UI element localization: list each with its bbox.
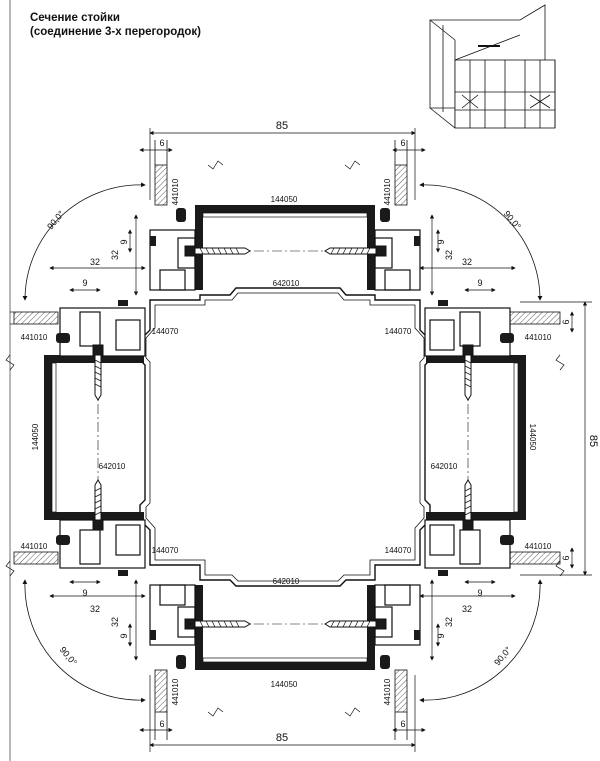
screw-left-upper [92,344,104,401]
dim-32-vert-bottom-right: 32 [444,617,454,627]
label-insert-bottom: 642010 [273,577,300,586]
screw-right-upper [462,344,474,401]
dim-overall-right: 85 [587,435,599,447]
dim-gasket-top-left: 6 [159,138,164,148]
dim-9-vert-bottom-right: 9 [436,633,446,638]
dim-32-bottom-right: 32 [462,604,472,614]
screw-bottom-right [324,618,387,630]
perspective-thumbnail [429,4,556,129]
screw-top-left [184,245,251,257]
dim-9-vert-top-left: 9 [119,239,129,244]
diagram-title: Сечение стойки [30,12,120,24]
dim-gasket-right-top: 6 [561,319,571,324]
label-bead-top-left: 441010 [171,178,180,205]
label-corner-top-right: 144070 [385,327,412,336]
glass-panes [13,140,561,740]
gaskets [56,208,514,669]
label-corner-bottom-right: 144070 [385,546,412,555]
angle-arcs [22,182,543,703]
label-frame-right: 144050 [528,424,537,451]
label-bead-bottom-left: 441010 [171,678,180,705]
dim-9-vert-top-right: 9 [436,239,446,244]
label-insert-right: 642010 [431,462,458,471]
label-bead-bottom-right: 441010 [383,678,392,705]
dim-32-vert-top-right: 32 [444,250,454,260]
dim-gasket-right-bottom: 6 [561,555,571,560]
dim-32-top-left: 32 [90,257,100,267]
dim-9-top-left: 9 [82,278,87,288]
label-bead-left-top: 441010 [21,333,48,342]
screw-top-right [324,245,387,257]
dim-gasket-bottom-right: 6 [400,719,405,729]
label-frame-top: 144050 [271,195,298,204]
label-bead-right-top: 441010 [525,333,552,342]
label-corner-bottom-left: 144070 [152,546,179,555]
diagram-subtitle: (соединение 3-х перегородок) [30,26,202,38]
angle-top-right: 90,0° [502,209,523,232]
screw-bottom-left [184,618,251,630]
screw-left-lower [92,479,104,531]
center-lines [97,250,469,625]
dim-32-bottom-left: 32 [90,604,100,614]
angle-bottom-right: 90,0° [492,644,513,667]
label-bead-right-bottom: 441010 [525,542,552,551]
dim-gasket-top-right: 6 [400,138,405,148]
dim-32-vert-bottom-left: 32 [110,617,120,627]
dim-32-vert-top-left: 32 [110,250,120,260]
insert-profile-642010 [139,287,431,587]
angle-bottom-left: 90,0° [58,645,79,668]
label-insert-left: 642010 [99,462,126,471]
dimension-lines [5,128,592,752]
dim-9-bottom-left: 9 [82,588,87,598]
label-bead-left-bottom: 441010 [21,542,48,551]
dim-overall-top: 85 [276,120,288,132]
dim-gasket-bottom-left: 6 [159,719,164,729]
label-frame-bottom: 144050 [271,680,298,689]
right-frame-144050 [426,355,526,520]
dim-overall-bottom: 85 [276,732,288,744]
label-insert-top: 642010 [273,279,300,288]
screw-right-lower [462,479,474,531]
angle-top-left: 90,0° [45,208,66,231]
dim-9-top-right: 9 [477,278,482,288]
dim-9-bottom-right: 9 [477,588,482,598]
dim-9-vert-bottom-left: 9 [119,633,129,638]
left-frame-144050 [44,355,144,520]
dim-32-top-right: 32 [462,257,472,267]
label-frame-left: 144050 [31,423,40,450]
screws [92,245,474,630]
label-corner-top-left: 144070 [152,327,179,336]
label-bead-top-right: 441010 [383,178,392,205]
